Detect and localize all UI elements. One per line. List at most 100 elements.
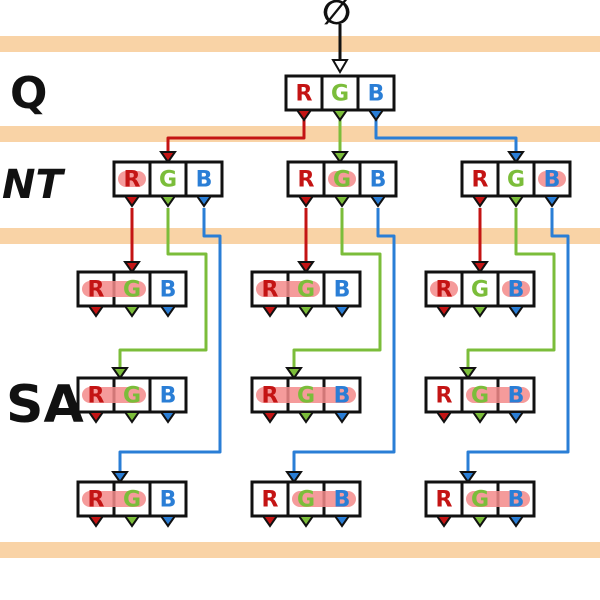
- arrow-head: [123, 261, 141, 274]
- cell-letter-r: R: [436, 384, 453, 409]
- edge: [292, 208, 382, 368]
- cell-letter-g: G: [333, 168, 351, 193]
- pointer-b: [367, 109, 385, 122]
- arrow-head: [331, 151, 349, 164]
- edge: [374, 120, 518, 152]
- arrow-head: [459, 471, 477, 484]
- highlight-bar: [256, 387, 356, 403]
- pointer-g: [331, 109, 349, 122]
- pointer-b: [159, 411, 177, 424]
- edges-layer: [111, 24, 570, 484]
- node-cell-b: [322, 270, 362, 308]
- cell-letter-r: R: [88, 384, 105, 409]
- pointer-r: [261, 305, 279, 318]
- cell-letter-g: G: [471, 488, 489, 513]
- pointer-g: [123, 411, 141, 424]
- cell-letter-b: B: [370, 168, 387, 193]
- band-label-q: Q: [10, 68, 47, 119]
- pointer-r: [435, 305, 453, 318]
- arrow-head: [459, 367, 477, 380]
- band-label-sa: SA: [6, 375, 84, 435]
- cell-letter-g: G: [297, 384, 315, 409]
- highlight-bar: [82, 387, 146, 403]
- cell-letter-r: R: [262, 278, 279, 303]
- cell-letter-r: R: [436, 278, 453, 303]
- pointer-b: [333, 411, 351, 424]
- cell-letter-b: B: [334, 278, 351, 303]
- highlight-bar: [328, 171, 356, 187]
- pointer-r: [261, 411, 279, 424]
- pointer-r: [87, 411, 105, 424]
- band-stripe: [0, 542, 600, 558]
- highlight-bar: [466, 387, 530, 403]
- cell-letter-g: G: [471, 278, 489, 303]
- cell-letter-g: G: [471, 384, 489, 409]
- cell-letter-r: R: [296, 82, 313, 107]
- band-stripe: [0, 36, 600, 52]
- highlight-bar: [82, 491, 146, 507]
- pointer-r: [261, 515, 279, 528]
- cell-letter-r: R: [124, 168, 141, 193]
- cell-letter-b: B: [160, 278, 177, 303]
- pointer-b: [507, 515, 525, 528]
- pointer-g: [471, 515, 489, 528]
- root-arrow-head: [331, 59, 349, 74]
- cell-letter-g: G: [507, 168, 525, 193]
- pointer-b: [159, 305, 177, 318]
- cell-letter-r: R: [88, 278, 105, 303]
- pointer-b: [333, 515, 351, 528]
- cell-letter-b: B: [508, 278, 525, 303]
- highlight-bar: [538, 171, 566, 187]
- arrow-head: [297, 261, 315, 274]
- band-stripe: [0, 228, 600, 244]
- cell-letter-b: B: [368, 82, 385, 107]
- highlight-bar: [502, 281, 530, 297]
- edge: [466, 208, 570, 472]
- pointer-r: [435, 515, 453, 528]
- highlight-bar: [118, 171, 146, 187]
- arrow-head: [159, 151, 177, 164]
- cell-letter-b: B: [544, 168, 561, 193]
- cell-letter-r: R: [472, 168, 489, 193]
- arrow-head: [285, 367, 303, 380]
- cell-letter-g: G: [297, 488, 315, 513]
- cell-letter-r: R: [262, 488, 279, 513]
- pointer-g: [159, 195, 177, 208]
- pointer-g: [123, 515, 141, 528]
- cell-letter-b: B: [334, 488, 351, 513]
- pointer-g: [297, 515, 315, 528]
- labels-layer: Q NT SA ∅: [2, 0, 351, 435]
- arrow-head: [471, 261, 489, 274]
- highlight-bar: [292, 491, 356, 507]
- pointer-g: [471, 305, 489, 318]
- edge: [118, 208, 208, 368]
- cell-letter-g: G: [297, 278, 315, 303]
- pointer-b: [195, 195, 213, 208]
- cell-letter-b: B: [160, 488, 177, 513]
- cell-letter-b: B: [196, 168, 213, 193]
- pointer-b: [543, 195, 561, 208]
- arrow-head: [285, 471, 303, 484]
- node-cell-b: [148, 480, 188, 518]
- node-cell-b: [356, 74, 396, 112]
- pointer-b: [507, 305, 525, 318]
- edge: [166, 120, 306, 152]
- pointer-g: [507, 195, 525, 208]
- band-label-nt: NT: [2, 162, 65, 208]
- pointer-g: [471, 411, 489, 424]
- cell-letter-b: B: [508, 384, 525, 409]
- cell-letter-b: B: [508, 488, 525, 513]
- pointer-g: [297, 411, 315, 424]
- highlight-bar: [82, 281, 146, 297]
- highlight-bar: [430, 281, 458, 297]
- edge: [118, 208, 222, 472]
